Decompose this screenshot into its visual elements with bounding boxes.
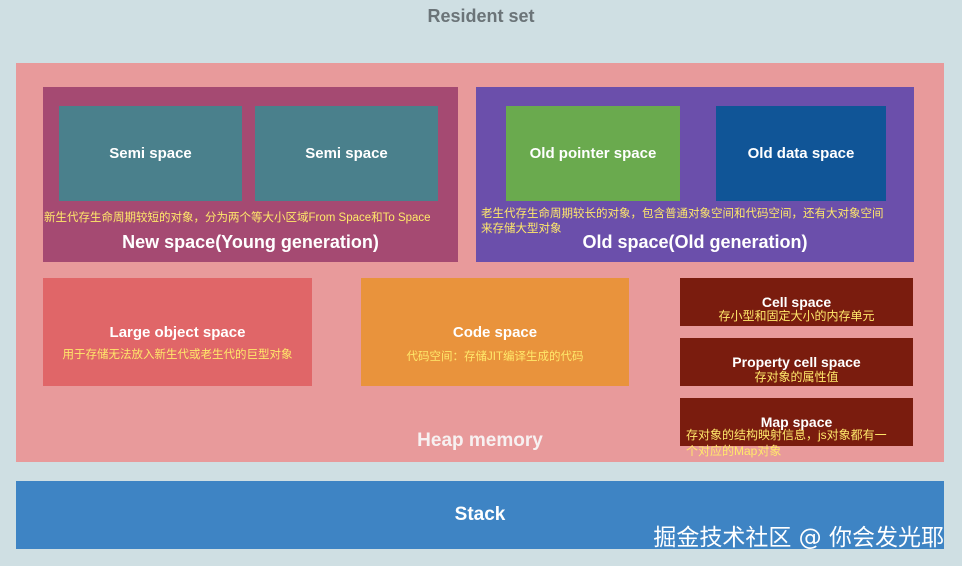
large-object-space-note: 用于存储无法放入新生代或老生代的巨型对象 xyxy=(62,349,293,361)
cell-space-note: 存小型和固定大小的内存单元 xyxy=(718,309,875,323)
stack-region: Stack xyxy=(16,481,944,549)
watermark: 掘金技术社区 @ 你会发光耶 xyxy=(653,525,944,551)
semi-space-1: Semi space xyxy=(59,106,242,201)
map-space-note-line2: 个对应的Map对象 xyxy=(686,444,782,458)
stack-title: Stack xyxy=(454,504,506,525)
heap-memory-title: Heap memory xyxy=(417,430,543,451)
semi-space-2: Semi space xyxy=(255,106,438,201)
map-space-title: Map space xyxy=(760,414,833,430)
code-space-note: 代码空间：存储JIT编译生成的代码 xyxy=(406,351,584,363)
old-space-title: Old space(Old generation) xyxy=(582,232,808,252)
cell-space-title: Cell space xyxy=(761,294,832,310)
old-data-space: Old data space xyxy=(716,106,886,201)
property-cell-space-title: Property cell space xyxy=(732,354,861,370)
resident-set-title: Resident set xyxy=(427,6,535,26)
old-pointer-space: Old pointer space xyxy=(506,106,680,201)
property-cell-space-note: 存对象的属性值 xyxy=(754,370,839,384)
new-space-note: 新生代存生命周期较短的对象，分为两个等大小区域From Space和To Spa… xyxy=(44,212,431,224)
new-space-title: New space(Young generation) xyxy=(122,232,379,252)
map-space xyxy=(680,398,913,446)
old-space-note-line1: 老生代存生命周期较长的对象，包含普通对象空间和代码空间，还有大对象空间 xyxy=(481,208,884,220)
old-space-note-line2: 来存储大型对象 xyxy=(481,223,562,235)
cell-space xyxy=(680,278,913,326)
property-cell-space xyxy=(680,338,913,386)
map-space-note-line1: 存对象的结构映射信息，js对象都有一 xyxy=(686,428,887,442)
code-space xyxy=(361,278,629,386)
code-space-title: Code space xyxy=(452,324,538,341)
large-object-space-title: Large object space xyxy=(109,324,246,341)
large-object-space xyxy=(43,278,312,386)
